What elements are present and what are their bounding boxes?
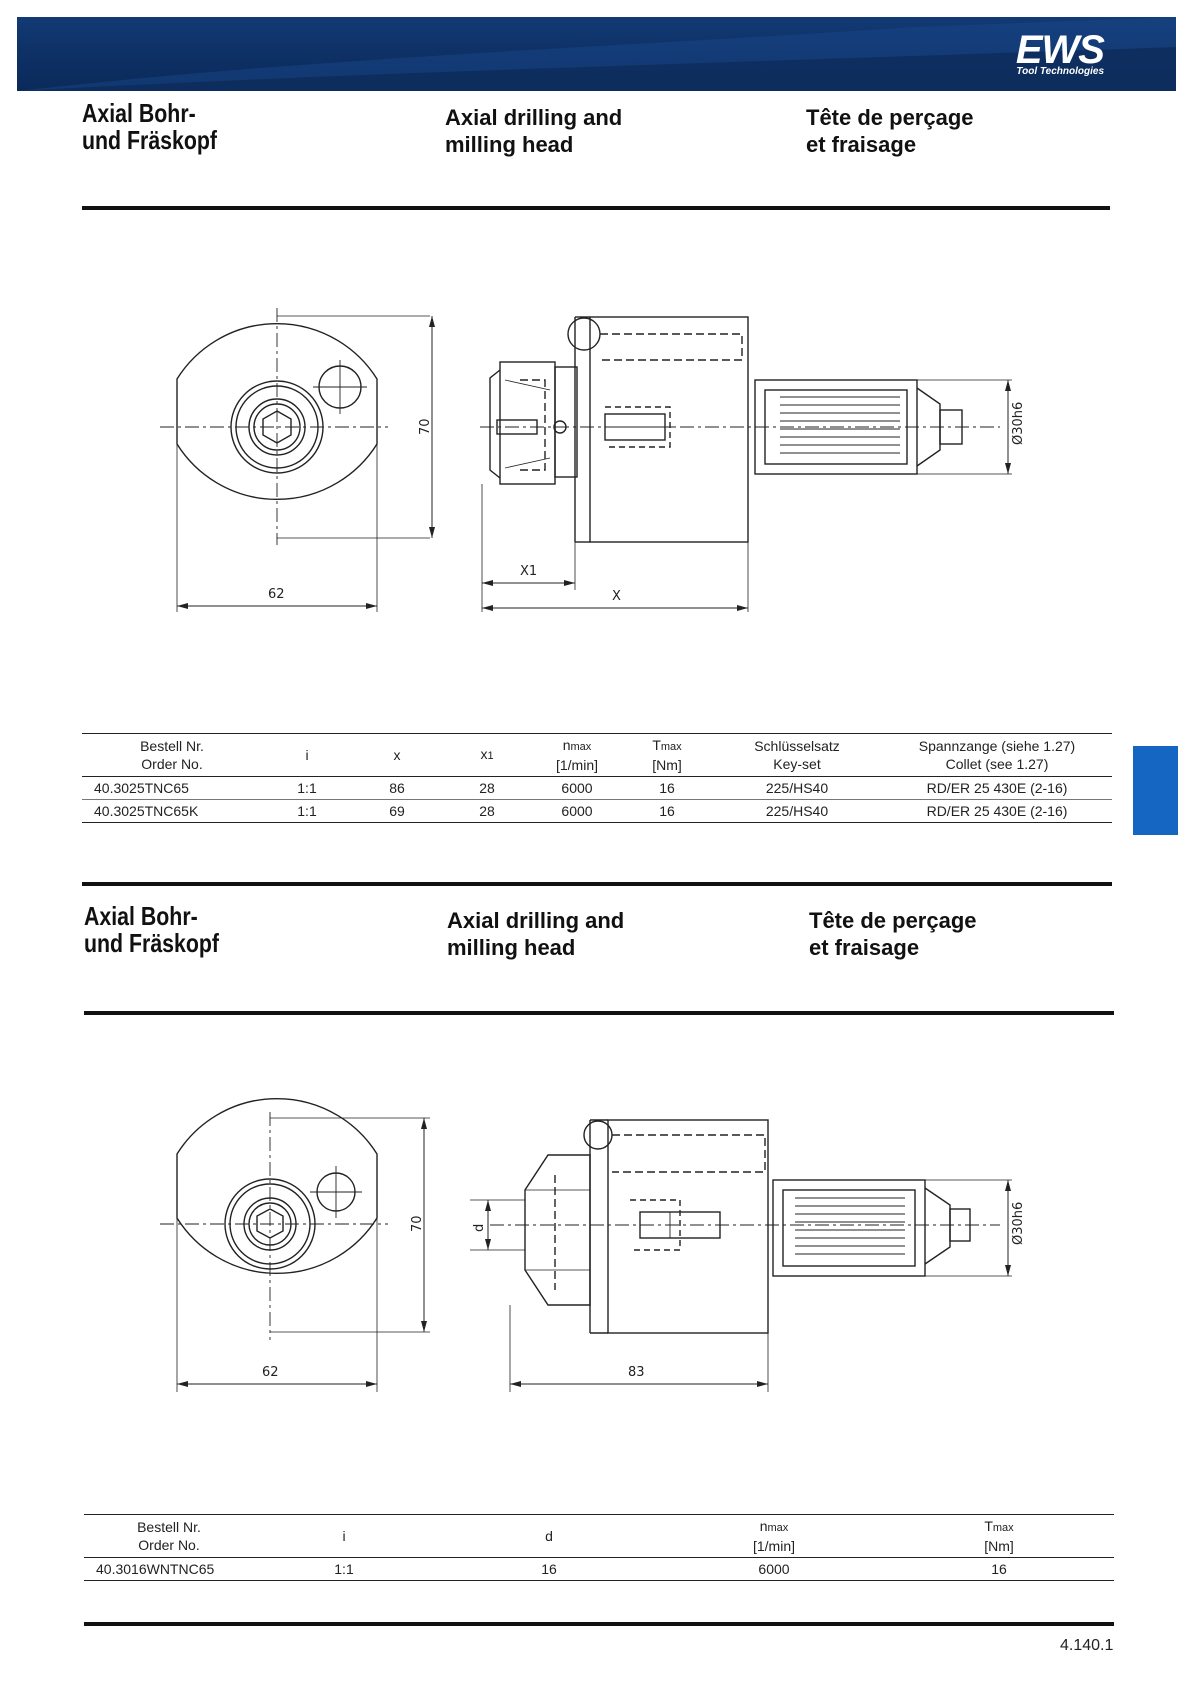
front-view-2 (160, 1098, 430, 1392)
section1-dim-width: 62 (268, 587, 285, 602)
section1-title-en: Axial drilling and milling head (445, 105, 623, 157)
col-collet: Spannzange (siehe 1.27)Collet (see 1.27) (882, 733, 1112, 777)
cell-x1: 28 (442, 799, 532, 823)
cell-i: 1:1 (297, 780, 317, 796)
section1-title-rule (82, 206, 1110, 210)
col-order-no: Bestell Nr.Order No. (82, 733, 262, 777)
cell-order-no: 40.3016WNTNC65 (84, 1557, 254, 1581)
page-number: 4.140.1 (1060, 1637, 1114, 1654)
table-row: 40.3016WNTNC65 1:1 16 6000 16 (84, 1557, 1114, 1581)
bottom-rule (84, 1622, 1114, 1626)
col-nmax: nmax[1/min] (532, 733, 622, 777)
section2-title-rule (84, 1011, 1114, 1015)
cell-key-set: 225/HS40 (712, 799, 882, 823)
cell-d: 16 (434, 1557, 664, 1581)
section2-title-fr: Tête de perçage et fraisage (809, 908, 977, 960)
col-tmax: Tmax[Nm] (622, 733, 712, 777)
section1-technical-drawing: 62 70 (160, 308, 1026, 612)
col-i: i (254, 1514, 434, 1558)
section2-dim-length: 83 (628, 1365, 645, 1380)
col-nmax: nmax[1/min] (664, 1514, 884, 1558)
cell-order-no: 40.3025TNC65 (94, 780, 189, 796)
header-wave-graphic (17, 17, 1176, 91)
cell-i: 1:1 (254, 1557, 434, 1581)
section2-technical-drawing: 62 70 d 83 Ø30h (160, 1098, 1026, 1392)
section1-dim-height: 70 (418, 418, 433, 435)
section2-dim-d: d (472, 1224, 487, 1232)
cell-nmax: 6000 (532, 799, 622, 823)
cell-collet: RD/ER 25 430E (2-16) (882, 799, 1112, 823)
section1-dim-x: X (612, 589, 621, 604)
side-view-1 (480, 316, 1012, 612)
section2-dim-height: 70 (410, 1215, 425, 1232)
cell-tmax: 16 (622, 799, 712, 823)
table-header-row: Bestell Nr.Order No. i x x1 nmax[1/min] … (82, 733, 1112, 777)
section1-title-de: Axial Bohr- und Fräskopf (82, 98, 218, 155)
table-row: 40.3025TNC65 1:1 86 28 6000 16 225/HS40 … (82, 777, 1112, 800)
col-x1: x1 (442, 733, 532, 777)
section2-title-en: Axial drilling and milling head (447, 908, 625, 960)
header-band: EWS Tool Technologies (17, 17, 1176, 91)
section2-spec-table: Bestell Nr.Order No. i d nmax[1/min] Tma… (84, 1514, 1114, 1581)
table-header-row: Bestell Nr.Order No. i d nmax[1/min] Tma… (84, 1514, 1114, 1558)
section-side-tab (1133, 746, 1178, 835)
cell-x: 86 (389, 780, 405, 796)
section-separator-rule (82, 882, 1112, 886)
section1-spec-table: Bestell Nr.Order No. i x x1 nmax[1/min] … (82, 733, 1112, 823)
cell-i: 1:1 (262, 799, 352, 823)
cell-nmax: 6000 (664, 1557, 884, 1581)
cell-collet: RD/ER 25 430E (2-16) (926, 780, 1068, 796)
logo-subtext: Tool Technologies (1016, 66, 1104, 77)
section2-title-de: Axial Bohr- und Fräskopf (84, 901, 220, 958)
cell-key-set: 225/HS40 (765, 780, 829, 796)
side-view-2 (470, 1119, 1012, 1392)
section2-dim-width: 62 (262, 1365, 279, 1380)
section2-dim-shank: Ø30h6 (1011, 1202, 1026, 1245)
cell-tmax: 16 (659, 780, 675, 796)
logo-mark: EWS (1015, 28, 1105, 72)
section1-dim-shank: Ø30h6 (1011, 402, 1026, 445)
col-x: x (352, 733, 442, 777)
col-tmax: Tmax[Nm] (884, 1514, 1114, 1558)
cell-nmax: 6000 (561, 780, 593, 796)
company-logo: EWS Tool Technologies (1015, 28, 1105, 77)
cell-order-no: 40.3025TNC65K (82, 799, 262, 823)
cell-tmax: 16 (884, 1557, 1114, 1581)
front-view-1 (160, 308, 435, 612)
col-i: i (262, 733, 352, 777)
col-order-no: Bestell Nr.Order No. (84, 1514, 254, 1558)
cell-x1: 28 (479, 780, 495, 796)
col-d: d (434, 1514, 664, 1558)
cell-x: 69 (352, 799, 442, 823)
section1-title-fr: Tête de perçage et fraisage (806, 105, 974, 157)
section1-dim-x1: X1 (520, 564, 537, 579)
table-row: 40.3025TNC65K 1:1 69 28 6000 16 225/HS40… (82, 799, 1112, 823)
